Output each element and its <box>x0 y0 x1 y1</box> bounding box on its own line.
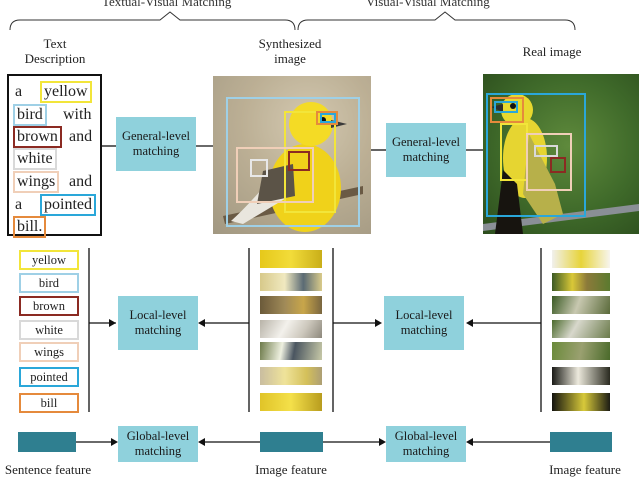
general-level-matching-left: General-level matching <box>116 117 196 171</box>
word-tag-brown: brown <box>19 296 79 316</box>
real-patch-3 <box>552 296 610 314</box>
text-description-caption: Text Description <box>24 36 86 66</box>
real-patch-1 <box>552 250 610 268</box>
real-patch-4 <box>552 320 610 338</box>
synth-image-feature-bar <box>260 432 323 452</box>
sentence-feature-bar <box>18 432 76 452</box>
synth-patch-5 <box>260 342 322 360</box>
word-tag-bird: bird <box>19 273 79 293</box>
local-level-matching-left: Local-level matching <box>118 296 198 350</box>
word-bill: bill. <box>13 216 47 238</box>
sentence-feature-label: Sentence feature <box>4 462 92 477</box>
real-patch-5 <box>552 342 610 360</box>
textual-visual-header: Textual-Visual Matching <box>102 0 232 9</box>
image-feature-label-right: Image feature <box>549 462 621 477</box>
visual-visual-header: Visual-Visual Matching <box>366 0 490 9</box>
image-feature-label-mid: Image feature <box>255 462 327 477</box>
general-level-matching-right: General-level matching <box>386 123 466 177</box>
word-tag-pointed: pointed <box>19 367 79 387</box>
global-level-matching-right: Global-level matching <box>386 426 466 462</box>
word-white: white <box>13 148 57 170</box>
synth-patch-2 <box>260 273 322 291</box>
synth-patch-6 <box>260 367 322 385</box>
word-tag-bill: bill <box>19 393 79 413</box>
word-bird: bird <box>13 104 47 126</box>
synthesized-bird-image <box>213 76 371 234</box>
real-patch-6 <box>552 367 610 385</box>
word-and-1: and <box>69 128 93 145</box>
real-image-feature-bar <box>550 432 612 452</box>
synth-patch-4 <box>260 320 322 338</box>
local-level-matching-right: Local-level matching <box>384 296 464 350</box>
word-tag-white: white <box>19 320 79 340</box>
word-brown: brown <box>13 126 62 148</box>
real-image-caption: Real image <box>522 44 582 59</box>
word-and-2: and <box>69 173 93 190</box>
real-patch-7 <box>552 393 610 411</box>
word-yellow: yellow <box>40 81 92 103</box>
word-tag-wings: wings <box>19 342 79 362</box>
synthesized-image-caption: Synthesized image <box>258 36 322 66</box>
text-description-box: a yellow bird with brown and white wings… <box>7 74 102 238</box>
real-patch-2 <box>552 273 610 291</box>
real-bird-image <box>483 74 639 234</box>
word-wings: wings <box>13 171 60 193</box>
word-with: with <box>63 106 92 123</box>
real-bird-drawing <box>483 93 639 234</box>
synth-patch-7 <box>260 393 322 411</box>
word-a-2: a <box>15 196 23 213</box>
synth-patch-1 <box>260 250 322 268</box>
synth-patch-3 <box>260 296 322 314</box>
word-tag-yellow: yellow <box>19 250 79 270</box>
word-pointed: pointed <box>40 194 96 216</box>
synthesized-bird-drawing <box>213 76 371 234</box>
global-level-matching-left: Global-level matching <box>118 426 198 462</box>
word-a: a <box>15 83 23 100</box>
